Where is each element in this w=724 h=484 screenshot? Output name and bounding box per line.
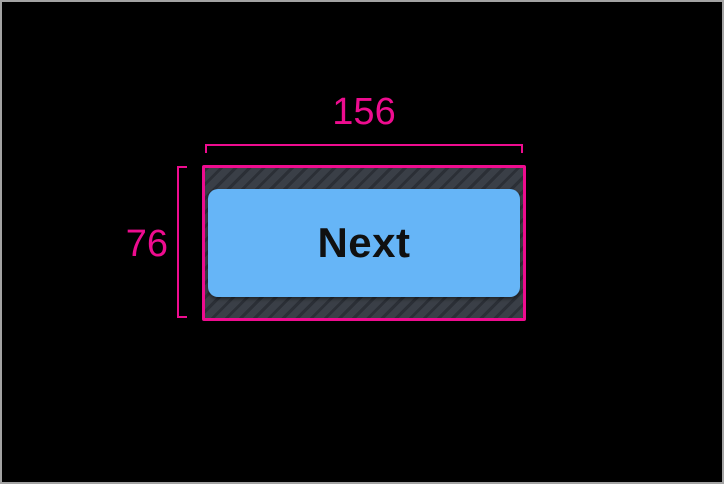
- next-button[interactable]: Next: [208, 189, 520, 297]
- touch-target-hatched-area: Next: [202, 165, 526, 321]
- width-dimension-label: 156: [332, 91, 396, 133]
- height-dimension-label: 76: [125, 223, 168, 265]
- width-dimension-bracket: [205, 144, 523, 153]
- height-dimension-bracket: [177, 166, 187, 318]
